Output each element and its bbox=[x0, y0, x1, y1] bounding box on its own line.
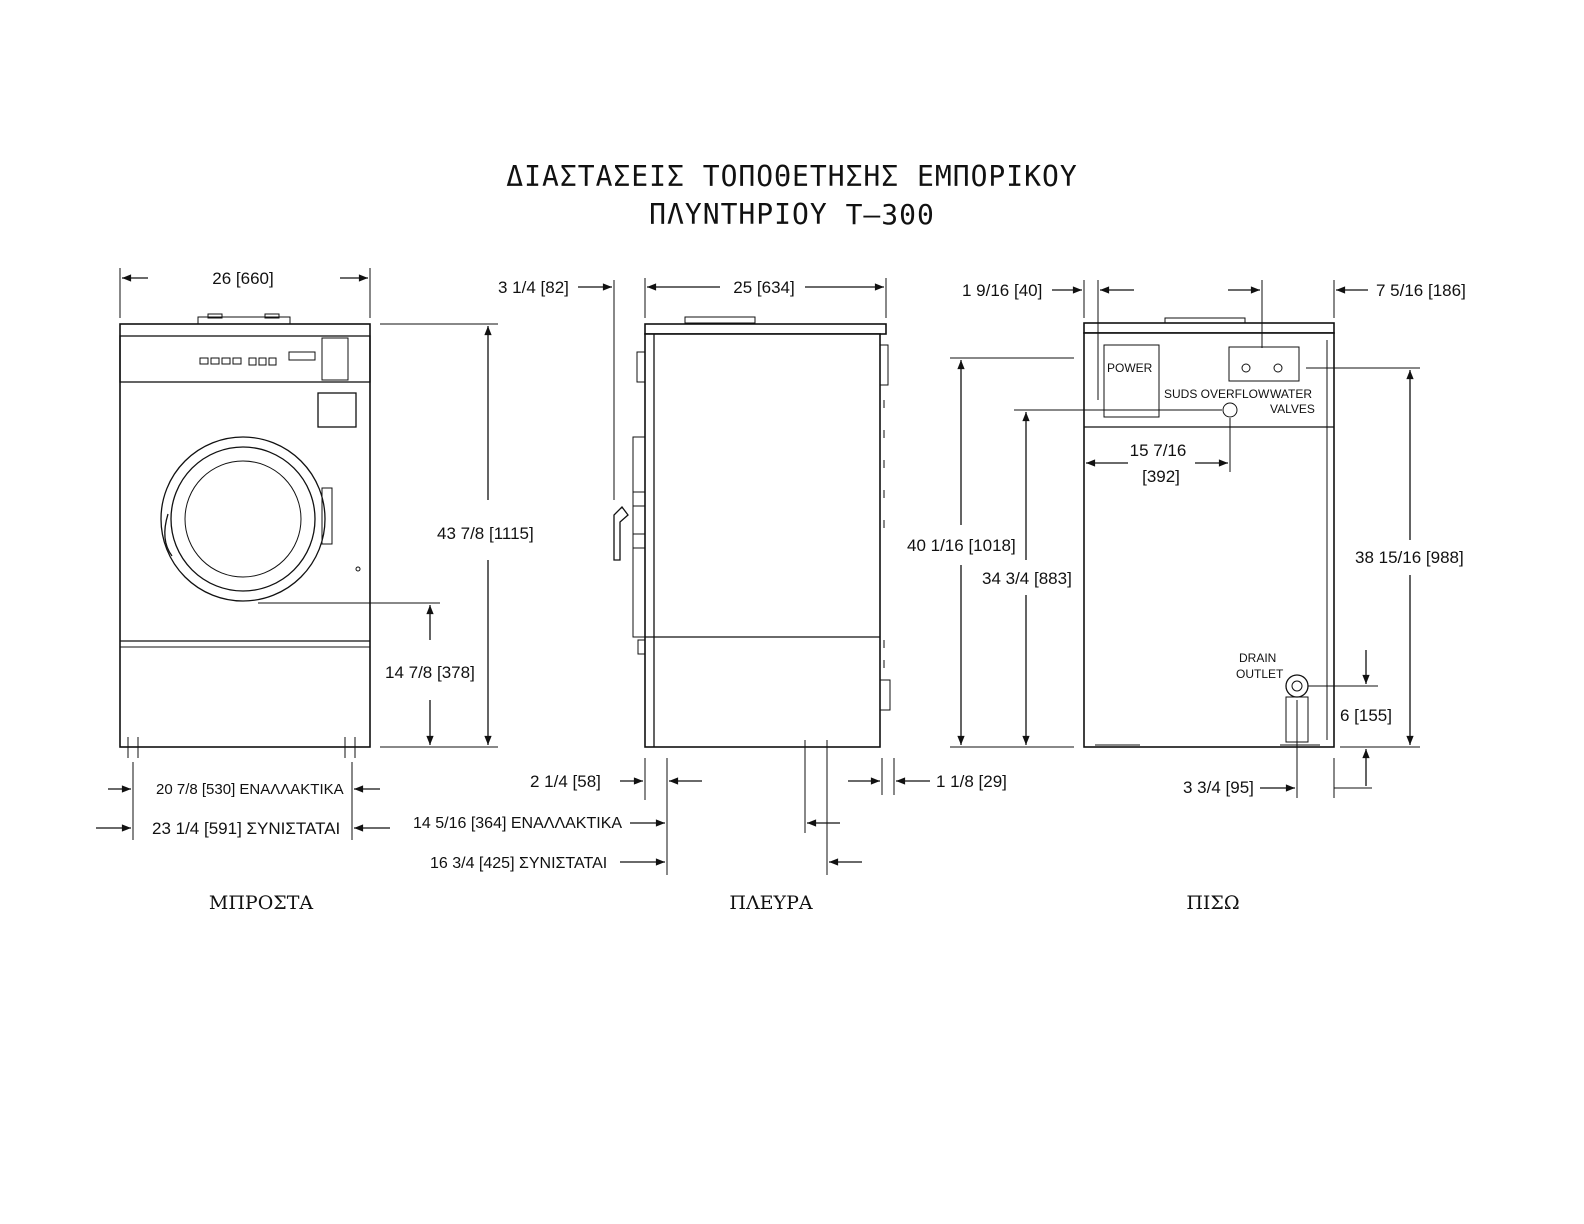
power-label: POWER bbox=[1107, 361, 1153, 375]
suds-overflow-label: SUDS OVERFLOW bbox=[1164, 387, 1270, 401]
side-rec-spacing-label: 16 3/4 [425] ΣΥΝΙΣΤΑΤΑΙ bbox=[430, 855, 607, 872]
view-label-front: ΜΠΡΟΣΤΑ bbox=[209, 892, 313, 914]
side-front-offset-label: 2 1/4 [58] bbox=[530, 772, 601, 791]
rear-left-offset-label: 1 9/16 [40] bbox=[962, 281, 1042, 300]
side-top-offset-label: 3 1/4 [82] bbox=[498, 278, 569, 297]
front-dimensions: 26 [660] 43 7/8 [1115] 14 7/8 [378] 20 7… bbox=[96, 268, 534, 840]
rear-suds-height-label: 34 3/4 [883] bbox=[982, 569, 1072, 588]
control-buttons bbox=[199, 351, 316, 366]
drawing-title-line1: ΔΙΑΣΤΑΣΕΙΣ ΤΟΠΟΘΕΤΗΣΗΣ ΕΜΠΟΡΙΚΟΥ bbox=[506, 160, 1078, 193]
front-door-height-label: 14 7/8 [378] bbox=[385, 663, 475, 682]
rear-suds-offset-label-1: 15 7/16 bbox=[1130, 441, 1187, 460]
outlet-label: OUTLET bbox=[1236, 667, 1284, 681]
front-width-label: 26 [660] bbox=[212, 269, 273, 288]
side-alt-spacing-label: 14 5/16 [364] ΕΝΑΛΛΑΚΤΙΚΑ bbox=[413, 815, 622, 832]
front-height-label: 43 7/8 [1115] bbox=[437, 524, 534, 543]
side-dimensions: 25 [634] 3 1/4 [82] 2 1/4 [58] 1 1/8 [29… bbox=[413, 278, 1007, 875]
rear-drain-offset-label: 3 3/4 [95] bbox=[1183, 778, 1254, 797]
suds-overflow-port bbox=[1222, 402, 1238, 418]
valves-label: VALVES bbox=[1270, 402, 1315, 416]
rear-power-height-label: 40 1/16 [1018] bbox=[907, 536, 1016, 555]
rear-dimensions: 1 9/16 [40] 7 5/16 [186] 40 1/16 [1018] … bbox=[907, 280, 1466, 798]
rear-right-offset-label: 7 5/16 [186] bbox=[1376, 281, 1466, 300]
water-valves-box bbox=[1228, 346, 1300, 382]
drawing-title-line2: ΠΛΥΝΤΗΡΙΟΥ T–300 bbox=[649, 198, 935, 231]
side-rear-offset-label: 1 1/8 [29] bbox=[936, 772, 1007, 791]
side-view bbox=[613, 316, 891, 748]
side-depth-label: 25 [634] bbox=[733, 278, 794, 297]
rear-view: POWER SUDS OVERFLOW WATER VALVES DRAIN O… bbox=[1083, 317, 1335, 748]
view-label-rear: ΠΙΣΩ bbox=[1186, 892, 1239, 914]
view-label-side: ΠΛΕΥΡΑ bbox=[729, 892, 812, 914]
rear-suds-offset-label-2: [392] bbox=[1142, 467, 1180, 486]
power-box bbox=[1103, 344, 1160, 418]
water-label: WATER bbox=[1270, 387, 1312, 401]
front-rec-spacing-label: 23 1/4 [591] ΣΥΝΙΣΤΑΤΑΙ bbox=[152, 819, 340, 838]
front-alt-spacing-label: 20 7/8 [530] ΕΝΑΛΛΑΚΤΙΚΑ bbox=[156, 781, 344, 798]
rear-drain-height-label: 6 [155] bbox=[1340, 706, 1392, 725]
drain-label: DRAIN bbox=[1239, 651, 1276, 665]
rear-water-height-label: 38 15/16 [988] bbox=[1355, 548, 1464, 567]
front-view bbox=[119, 313, 371, 758]
